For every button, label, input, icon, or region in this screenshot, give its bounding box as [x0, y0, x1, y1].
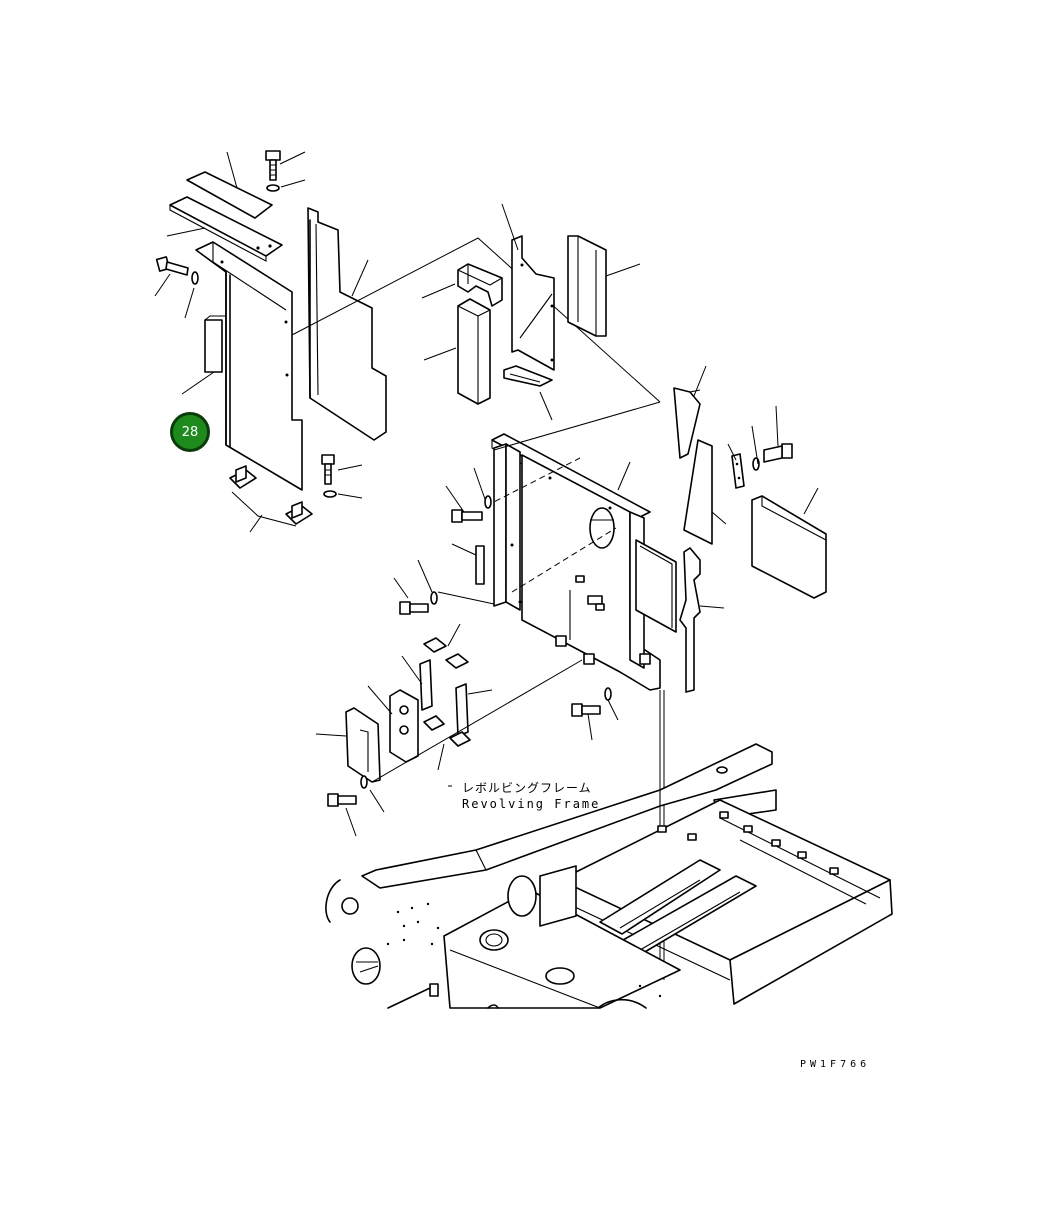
center-frame-assembly: [485, 433, 677, 691]
leader-lines-left: [154, 151, 369, 533]
bolt-icon: [571, 703, 601, 717]
bolt-icon: [265, 150, 281, 181]
callout-badge[interactable]: 28: [170, 412, 210, 452]
bolt-icon: [763, 443, 793, 463]
lower-left-leaders: [315, 623, 583, 783]
bolt-icon: [321, 454, 335, 485]
bolt-icon: [399, 601, 429, 615]
bolt-icon: [327, 793, 357, 807]
revolving-frame: [325, 743, 893, 1009]
bolt-icon: [451, 509, 483, 523]
left-cover-assembly: [155, 150, 387, 527]
spacer-bar: [475, 545, 485, 585]
washer-icon: [604, 687, 612, 701]
frame-label-japanese: レボルビングフレーム: [462, 781, 592, 795]
washer-icon: [266, 184, 280, 192]
washer-icon: [484, 495, 492, 509]
washer-icon: [360, 775, 368, 789]
lower-left-parts: [345, 637, 471, 783]
washer-icon: [191, 271, 199, 285]
center-frame-leaders: [393, 401, 661, 605]
washer-icon: [752, 457, 760, 471]
bolt-icon: [155, 256, 189, 276]
drawing-code: PW1F766: [800, 1059, 871, 1070]
leader-lines-upper: [421, 203, 641, 421]
right-side-leaders: [693, 365, 819, 609]
right-side-parts: [673, 387, 827, 693]
frame-label-english: Revolving Frame: [462, 797, 601, 811]
upper-middle-parts: [457, 235, 607, 405]
washer-icon: [323, 490, 337, 498]
washer-icon: [430, 591, 438, 605]
